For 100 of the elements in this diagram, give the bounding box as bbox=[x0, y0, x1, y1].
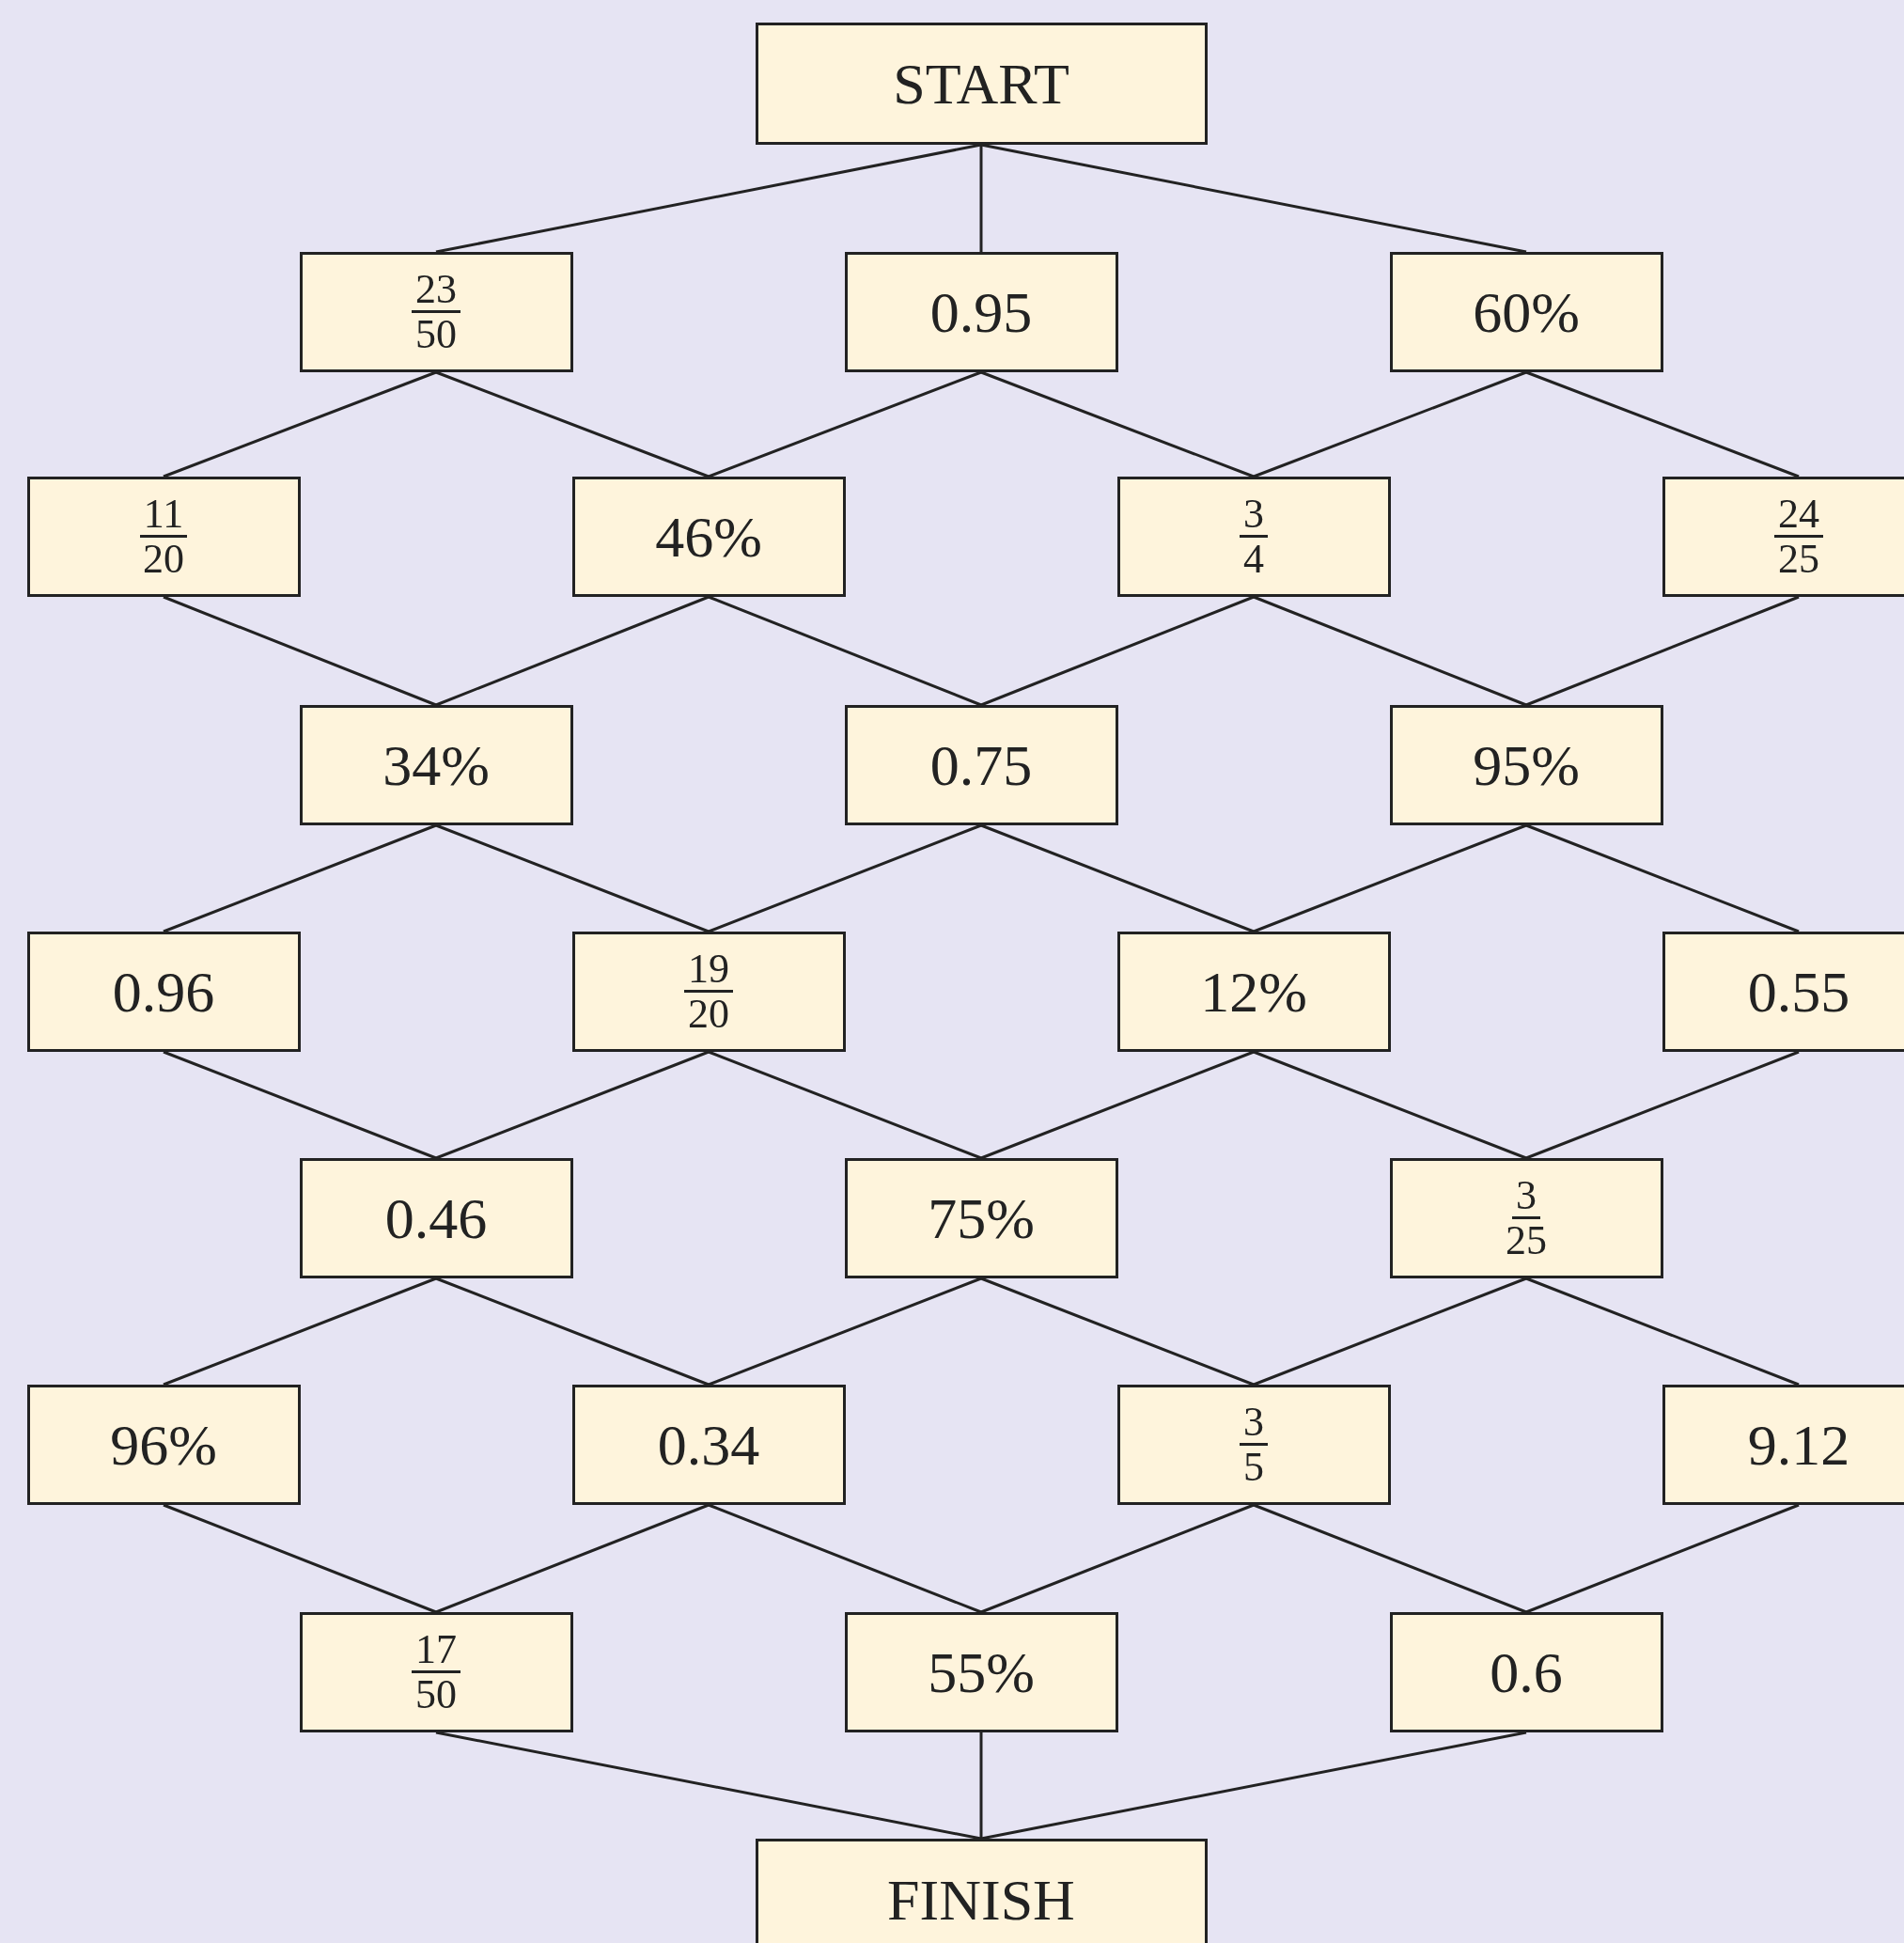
connector-line bbox=[435, 1503, 710, 1614]
denominator: 50 bbox=[415, 1672, 457, 1716]
value-box bbox=[844, 1158, 1118, 1278]
connector-line bbox=[980, 1050, 1255, 1160]
connector-line bbox=[435, 370, 710, 478]
connector-line bbox=[1525, 370, 1800, 478]
value-box bbox=[1116, 1385, 1391, 1505]
connector-line bbox=[163, 1503, 437, 1614]
value-box bbox=[755, 23, 1208, 145]
connector-line bbox=[1525, 595, 1800, 707]
numerator: 24 bbox=[1774, 493, 1823, 538]
connector-line bbox=[163, 595, 437, 707]
connector-line bbox=[979, 145, 983, 252]
connector-line bbox=[1253, 1050, 1527, 1160]
connector-line bbox=[435, 1277, 710, 1387]
denominator: 20 bbox=[143, 537, 184, 581]
connector-line bbox=[1253, 595, 1527, 707]
connector-line bbox=[708, 370, 982, 478]
connector-line bbox=[979, 1732, 983, 1839]
denominator: 4 bbox=[1243, 537, 1264, 581]
connector-line bbox=[435, 823, 710, 933]
denominator: 50 bbox=[415, 312, 457, 356]
numerator: 3 bbox=[1240, 493, 1268, 538]
value-box bbox=[844, 252, 1118, 372]
connector-line bbox=[708, 1050, 982, 1160]
connector-line bbox=[435, 1731, 982, 1841]
value-box bbox=[1662, 477, 1904, 597]
connector-line bbox=[980, 595, 1255, 707]
value-box bbox=[844, 705, 1118, 825]
connector-line bbox=[1253, 370, 1527, 478]
connector-line bbox=[980, 370, 1255, 478]
value-box bbox=[1389, 705, 1663, 825]
node-label: 0.34 bbox=[657, 1416, 760, 1474]
value-box bbox=[1389, 1612, 1663, 1732]
numerator: 23 bbox=[412, 268, 460, 313]
numerator: 17 bbox=[412, 1628, 460, 1673]
value-box bbox=[26, 1385, 301, 1505]
value-box bbox=[26, 932, 301, 1052]
connector-line bbox=[1253, 1277, 1527, 1387]
value-box bbox=[571, 932, 846, 1052]
numerator: 11 bbox=[139, 493, 188, 538]
connector-line bbox=[708, 1277, 982, 1387]
value-box bbox=[26, 477, 301, 597]
node-label: 0.46 bbox=[384, 1189, 488, 1247]
connector-line bbox=[980, 143, 1527, 254]
node-label: 95% bbox=[1473, 736, 1580, 794]
connector-line bbox=[435, 595, 710, 707]
connector-line bbox=[980, 823, 1255, 933]
value-box bbox=[1662, 932, 1904, 1052]
connector-line bbox=[1525, 823, 1800, 933]
connector-line bbox=[980, 1277, 1255, 1387]
numerator: 19 bbox=[684, 948, 733, 993]
connector-line bbox=[435, 143, 982, 254]
connector-line bbox=[708, 1503, 982, 1614]
node-label: START bbox=[893, 55, 1069, 113]
value-box bbox=[299, 1612, 573, 1732]
value-box bbox=[299, 252, 573, 372]
node-label: 75% bbox=[928, 1189, 1035, 1247]
numerator: 3 bbox=[1240, 1401, 1268, 1446]
connector-line bbox=[163, 823, 437, 933]
connector-line bbox=[1253, 823, 1527, 933]
value-box bbox=[571, 477, 846, 597]
node-label: 96% bbox=[110, 1416, 217, 1474]
connector-line bbox=[1525, 1050, 1800, 1160]
connector-line bbox=[163, 370, 437, 478]
denominator: 20 bbox=[688, 992, 729, 1036]
value-box bbox=[571, 1385, 846, 1505]
connector-line bbox=[980, 1503, 1255, 1614]
connector-line bbox=[708, 595, 982, 707]
connector-line bbox=[1525, 1503, 1800, 1614]
value-box bbox=[844, 1612, 1118, 1732]
connector-line bbox=[708, 823, 982, 933]
connector-line bbox=[163, 1277, 437, 1387]
node-label: 46% bbox=[655, 508, 762, 566]
node-label: 12% bbox=[1200, 963, 1307, 1021]
denominator: 25 bbox=[1778, 537, 1819, 581]
value-box bbox=[299, 705, 573, 825]
node-label: 9.12 bbox=[1747, 1416, 1850, 1474]
node-label: FINISH bbox=[887, 1871, 1075, 1929]
node-label: 60% bbox=[1473, 283, 1580, 341]
value-box bbox=[1389, 1158, 1663, 1278]
node-label: 0.55 bbox=[1747, 963, 1850, 1021]
value-box bbox=[1389, 252, 1663, 372]
connector-line bbox=[435, 1050, 710, 1160]
node-label: 34% bbox=[382, 736, 490, 794]
value-box bbox=[1662, 1385, 1904, 1505]
connector-line bbox=[1253, 1503, 1527, 1614]
value-box bbox=[299, 1158, 573, 1278]
connector-line bbox=[163, 1050, 437, 1160]
value-box bbox=[755, 1839, 1208, 1943]
connector-line bbox=[980, 1731, 1527, 1841]
node-label: 0.6 bbox=[1490, 1643, 1563, 1701]
denominator: 25 bbox=[1506, 1218, 1547, 1262]
value-box bbox=[1116, 477, 1391, 597]
value-box bbox=[1116, 932, 1391, 1052]
denominator: 5 bbox=[1243, 1445, 1264, 1489]
node-label: 0.95 bbox=[929, 283, 1033, 341]
node-label: 0.96 bbox=[112, 963, 215, 1021]
numerator: 3 bbox=[1512, 1174, 1540, 1219]
node-label: 0.75 bbox=[929, 736, 1033, 794]
